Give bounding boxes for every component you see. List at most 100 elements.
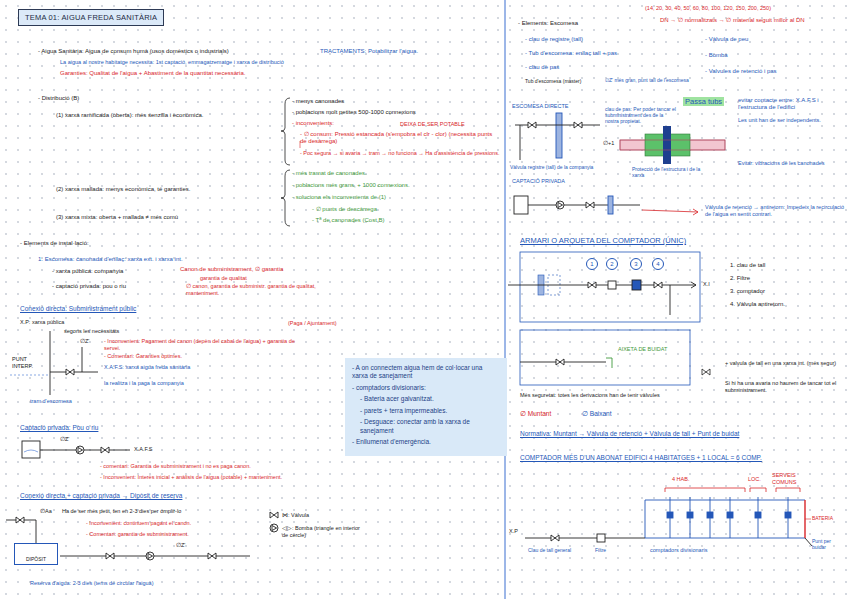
- drawn-rect: [520, 252, 700, 322]
- note-text: X.P: [509, 528, 523, 535]
- note-text: + valvula de tall en una xarxa int. (més…: [725, 360, 840, 367]
- node-text: 1: [587, 259, 597, 269]
- note-text: Filtre: [595, 547, 625, 553]
- pipe-line: [50, 331, 51, 395]
- note-text: - Bomba: [705, 52, 785, 59]
- node-text: - Desguace: conectar amb la xarxa de san…: [360, 418, 500, 435]
- drawn-rect: [632, 280, 641, 290]
- drawn-rect: [707, 512, 713, 518]
- note-text: ∅Aa: [40, 508, 60, 515]
- symbol-instance: [101, 447, 109, 453]
- pipe-line: [520, 125, 521, 160]
- note-text: - Poc segura → si avaria → tram → no fun…: [300, 150, 500, 157]
- drawn-rect: [620, 140, 725, 150]
- section-heading: Conexió directa: Subministrament públic: [20, 305, 220, 313]
- symbol-instance: [702, 369, 710, 375]
- note-text: DN → ∅ normalitzats → ∅ material seguit …: [660, 17, 845, 24]
- note-text: DEIXA DE SER POTABLE: [400, 121, 490, 128]
- symbol-instance: [16, 517, 24, 523]
- note-text: TRACTAMENTS: Potabilitzar l'aigua.: [320, 48, 460, 55]
- drawn-rect: [785, 512, 791, 518]
- note-text: 4 HAB.: [672, 476, 712, 483]
- note-text: X.P: xarxa pública: [20, 319, 110, 326]
- note-text: ∅Z': [176, 542, 196, 549]
- note-text: AIXETA DE BUIDAT: [618, 346, 688, 353]
- drawn-shape: [281, 170, 290, 226]
- note-text: (14, 20, 30, 40, 50, 60, 80, 100, 120, 1…: [645, 5, 845, 12]
- note-text: La aigua al nostre habitatge necessita: …: [60, 59, 380, 66]
- node-text: 3: [631, 259, 641, 269]
- note-text: ∅Z': [60, 436, 80, 443]
- drawn-shape: [10, 375, 48, 376]
- highlight-heading: Passa tubs: [683, 97, 724, 106]
- drawn-shape: [702, 369, 710, 375]
- drawn-rect: [514, 196, 528, 214]
- note-text: (Paga / Ajuntament): [288, 320, 378, 327]
- note-text: comptadors divisionaris: [650, 547, 745, 554]
- drawn-shape: [776, 488, 800, 492]
- note-text: - Inconvenient: continuem pagant el cano…: [86, 520, 276, 527]
- note-text: - clau de registre (tall): [525, 36, 655, 43]
- note-text: BATERIA: [812, 515, 848, 521]
- pipe-line: [36, 520, 37, 543]
- section-heading: Captació privada: Pou o riu: [20, 424, 170, 432]
- drawn-shape: [645, 497, 805, 538]
- note-text: - clau de pas: [525, 64, 615, 71]
- note-text: - Aigua Sanitària: Aigua de consum humà …: [38, 48, 318, 55]
- pipe-line: [670, 285, 671, 315]
- pipe-line: [40, 450, 130, 451]
- drawn-rect: [22, 441, 40, 458]
- note-text: - Comentari: garantia de subministrament…: [86, 531, 276, 538]
- note-text: - poblacions més grans, + 1000 connexion…: [292, 182, 492, 189]
- note-text: 2. Filtre: [730, 275, 835, 282]
- drawn-shape: [606, 358, 612, 368]
- symbol-instance: [106, 553, 114, 559]
- note-text: - Inconvenient: Interès inicial + anàlis…: [100, 474, 360, 481]
- pipe-line: [645, 500, 805, 501]
- section-heading: ARMARI O ARQUETA DEL COMPTADOR (ÚNIC): [520, 236, 780, 245]
- note-text: Les unit han de ser independents.: [738, 117, 843, 124]
- note-text: segons les necessitats: [64, 328, 154, 335]
- note-text: Garanties: Qualitat de l'aigua + Abastim…: [60, 70, 380, 77]
- note-text: Evitar: vibracions de les canonades: [738, 160, 838, 167]
- note-text: - inconvenients:: [292, 120, 392, 127]
- symbol-instance: [556, 359, 564, 365]
- note-text: X.I: [703, 281, 721, 288]
- pipe-line: [508, 285, 696, 286]
- drawn-shape: [508, 280, 696, 315]
- drawn-shape: [22, 441, 130, 458]
- symbol-instance: [208, 553, 216, 559]
- note-text: 4. Vàlvula antiretorn.: [730, 301, 835, 308]
- note-text: 3. comptador: [730, 288, 835, 295]
- node-text: 2: [607, 259, 617, 269]
- symbol-instance: [588, 282, 596, 288]
- note-text: - Inconvenient: Pagament del canon (depè…: [104, 338, 304, 351]
- pipe-line: [60, 556, 250, 557]
- pipe-line: [645, 500, 646, 538]
- note-text: - Vàlvula de peu: [705, 36, 825, 43]
- note-text: garantia de qualitat: [200, 275, 310, 282]
- callout-circle: 2: [606, 258, 618, 270]
- note-text: ∅Z': [80, 338, 100, 345]
- section-heading: Normativa: Muntant → Vàlvula de retenció…: [520, 430, 845, 438]
- note-text: X.A.F.S: xarxa aigua freda sanitària: [104, 364, 274, 371]
- drawn-shape: [750, 488, 766, 492]
- note-text: - Comentari: Garanties òptimes.: [104, 353, 264, 360]
- note-text: PUNT INTERP.: [12, 356, 48, 369]
- drawn-rect: [520, 330, 690, 385]
- note-text: - xarxa pública: companyia: [52, 268, 177, 275]
- drawn-shape: [642, 210, 698, 212]
- symbol-instance: [270, 524, 278, 532]
- note-text: ∅+1: [603, 140, 621, 147]
- pipe-line: [525, 538, 645, 539]
- note-text: SERVEIS COMUNS: [772, 472, 814, 485]
- symbol-instance: [556, 201, 564, 209]
- note-text: Reserva d'aigua: 2-3 dies (tems de circu…: [30, 580, 290, 587]
- note-text: - comentari: Garantia de subministrament…: [100, 463, 360, 470]
- note-text: Punt per buidar: [812, 538, 846, 550]
- pipe-line: [505, 0, 506, 599]
- note-text: - menys canonades: [292, 98, 442, 105]
- symbol-instance: [586, 202, 594, 208]
- note-text: - Distribució (B): [38, 95, 138, 102]
- note-text: - Tub d'escomesa: enllaç tall + pas: [525, 50, 685, 57]
